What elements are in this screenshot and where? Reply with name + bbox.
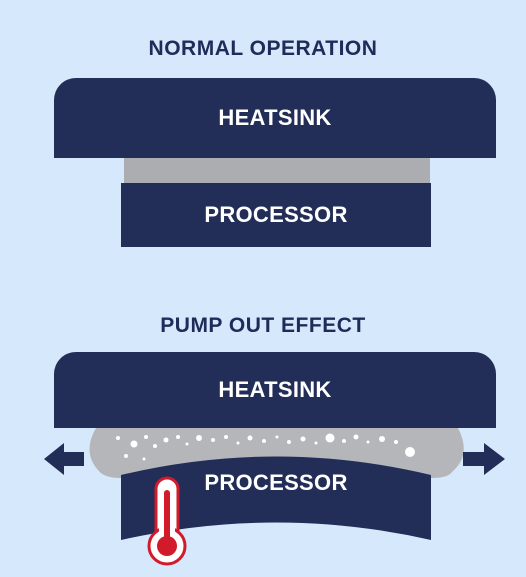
normal-operation-title: NORMAL OPERATION (148, 37, 378, 60)
processor-normal-label: PROCESSOR (204, 202, 348, 227)
heatsink-normal-label: HEATSINK (218, 105, 332, 130)
processor-pump-out-label: PROCESSOR (204, 470, 348, 495)
pump-out-effect-title: PUMP OUT EFFECT (160, 314, 366, 337)
heatsink-pump-out-label: HEATSINK (218, 377, 332, 402)
arrow-right-icon (463, 443, 505, 475)
heatsink-normal: HEATSINK (54, 78, 496, 158)
heatsink-pump-out: HEATSINK (54, 352, 496, 428)
air-voids (116, 433, 415, 461)
processor-warped (121, 456, 431, 540)
arrow-left-icon (44, 443, 84, 475)
thermometer-icon (147, 476, 187, 566)
processor-normal: PROCESSOR (121, 183, 431, 247)
thermal-paste-layer (124, 158, 430, 183)
